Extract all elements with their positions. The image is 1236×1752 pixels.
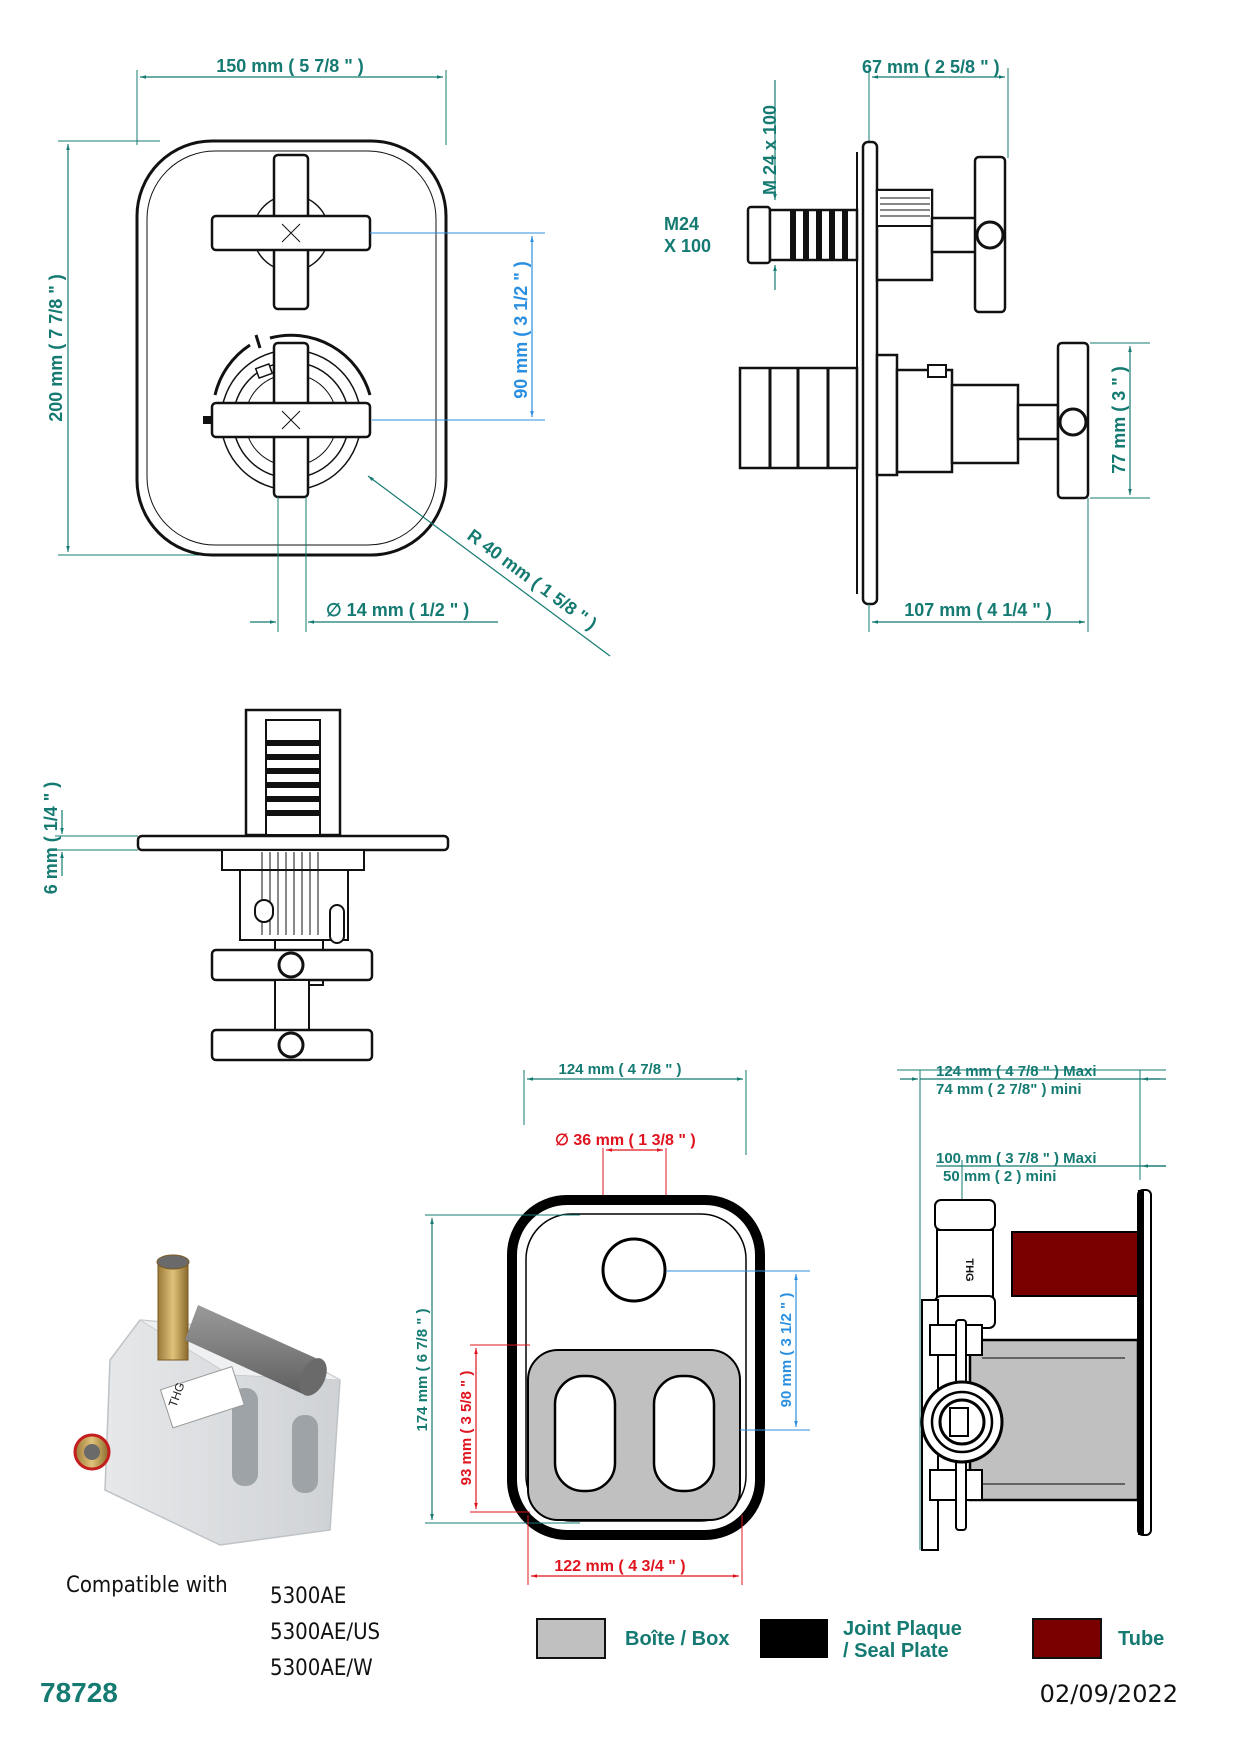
cover-plate-inner-edge — [146, 150, 437, 546]
side-view: 67 mm ( 2 5/8 " ) M 24 x 100 M24 X 100 — [664, 57, 1150, 632]
tube-side — [1011, 1231, 1139, 1297]
center-mark — [281, 410, 301, 430]
box-side-view: 124 mm ( 4 7/8 " ) Maxi 74 mm ( 2 7/8" )… — [897, 1063, 1166, 1551]
side-brand-mark: THG — [963, 1258, 975, 1281]
top-handle-hub-2 — [277, 1031, 305, 1059]
handle-height-label: 77 mm ( 3 " ) — [1109, 366, 1129, 474]
scale-marker — [254, 334, 262, 349]
compatible-model: 5300AE/US — [270, 1620, 380, 1645]
top-knurl — [261, 852, 319, 935]
min-tube-label: 50 mm ( 2 ) mini — [943, 1168, 1056, 1185]
tube-end — [299, 1358, 327, 1396]
top-stem — [274, 979, 310, 1031]
center-mark — [281, 223, 301, 243]
lower-handle-hub — [1058, 407, 1088, 437]
brass-fitting — [157, 1259, 189, 1361]
top-pin — [329, 904, 345, 944]
thread-cap — [746, 205, 772, 265]
box-opening-left — [553, 1374, 617, 1493]
max-depth-label: 124 mm ( 4 7/8 " ) Maxi — [936, 1063, 1097, 1080]
product-code: 78728 — [40, 1677, 118, 1708]
min-depth-label: 74 mm ( 2 7/8" ) mini — [936, 1081, 1082, 1098]
legend-swatch-tube — [1032, 1618, 1102, 1659]
top-view: 6 mm ( 1/4 " ) — [41, 708, 450, 1062]
max-tube-label: 100 mm ( 3 7/8 " ) Maxi — [936, 1150, 1097, 1167]
plate-to-handle-depth-label: 67 mm ( 2 5/8 " ) — [862, 57, 1000, 77]
thread-spec-label-line1: M24 — [664, 214, 699, 234]
compatibility-block: Compatible with 5300AE 5300AE/US 5300AE/… — [66, 1573, 380, 1681]
rear-ribs — [768, 368, 830, 468]
fitting-thread — [156, 1254, 190, 1270]
thread-spec-label-line2: X 100 — [664, 236, 711, 256]
front-height-label: 200 mm ( 7 7/8 " ) — [46, 274, 66, 422]
spindle-hole — [601, 1237, 667, 1303]
handle-spacing-label: 90 mm ( 3 1/2 " ) — [511, 261, 531, 399]
temperature-scale-arc — [213, 343, 251, 396]
front-view: 150 mm ( 5 7/8 " ) 200 mm ( 7 7/8 " ) 90… — [46, 56, 611, 657]
box-opening-right — [652, 1374, 716, 1493]
side-inlet-thread — [84, 1444, 100, 1460]
lower-valve-body — [895, 368, 954, 474]
legend-label: Tube — [1118, 1628, 1164, 1650]
thermostatic-cartridge — [950, 383, 1020, 465]
legend-swatch-seal-plate — [760, 1619, 828, 1658]
radius-leader — [367, 475, 611, 657]
legend-label: Joint Plaque — [843, 1618, 962, 1640]
document-date: 02/09/2022 — [1040, 1680, 1178, 1708]
legend-swatch-box — [536, 1618, 606, 1659]
box-spacing-label: 90 mm ( 3 1/2 " ) — [778, 1293, 795, 1408]
total-depth-label: 107 mm ( 4 1/4 " ) — [904, 600, 1052, 620]
safety-button — [254, 362, 274, 380]
hole-diameter-label: ∅ 36 mm ( 1 3/8 " ) — [555, 1132, 696, 1149]
temperature-scale-arc — [269, 333, 372, 396]
thread-spec-vertical-label: M 24 x 100 — [760, 105, 780, 195]
knurled-ring — [876, 189, 933, 227]
lower-spindle — [1016, 403, 1060, 441]
lower-button — [927, 364, 947, 378]
upper-spindle — [930, 216, 978, 254]
legend-label-line2: / Seal Plate — [843, 1640, 949, 1662]
legend-item-seal-plate: Joint Plaque — [760, 1618, 962, 1658]
lower-flange — [875, 353, 899, 477]
top-flange — [221, 849, 365, 871]
fitting-top-nut — [934, 1199, 996, 1231]
compatible-model: 5300AE/W — [270, 1656, 373, 1681]
product-photo: THG — [73, 1254, 341, 1546]
top-handle-hub-1 — [277, 951, 305, 979]
upper-handle-hub — [975, 220, 1005, 250]
legend-item-tube: Tube — [1032, 1618, 1164, 1659]
side-cover-plate — [861, 140, 879, 606]
spindle-diameter-label: ∅ 14 mm ( 1/2 " ) — [326, 600, 469, 620]
box-height-label: 174 mm ( 6 7/8 " ) — [414, 1308, 431, 1431]
label-sticker — [159, 1365, 245, 1429]
plate-thickness-label: 6 mm ( 1/4 " ) — [41, 782, 61, 895]
top-thread-ribs — [266, 740, 320, 816]
compatible-model: 5300AE — [270, 1584, 346, 1609]
box-bottom-width-label: 122 mm ( 4 3/4 " ) — [554, 1558, 685, 1575]
legend: Boîte / Box Joint Plaque / Seal Plate Tu… — [536, 1618, 1164, 1662]
top-button — [254, 899, 274, 923]
handle-pin — [203, 416, 211, 424]
thread-ribs — [790, 210, 848, 260]
box-front-view: 124 mm ( 4 7/8 " ) ∅ 36 mm ( 1 3/8 " ) 1… — [414, 1061, 810, 1585]
gray-tube — [185, 1305, 320, 1395]
top-extension-inner — [265, 719, 321, 836]
front-width-label: 150 mm ( 5 7/8 " ) — [216, 56, 364, 76]
corner-radius-label: R 40 mm ( 1 5/8 " ) — [464, 525, 601, 634]
box-lower-height-label: 93 mm ( 3 5/8 " ) — [458, 1371, 475, 1486]
compatible-with-label: Compatible with — [66, 1573, 228, 1598]
seal-plate-side — [1138, 1190, 1144, 1535]
box-width-label: 124 mm ( 4 7/8 " ) — [558, 1061, 681, 1078]
legend-item-box: Boîte / Box — [536, 1618, 729, 1659]
box-opening — [232, 1388, 258, 1486]
box-opening — [292, 1415, 318, 1493]
side-inlet-core — [949, 1407, 969, 1437]
legend-label: Boîte / Box — [625, 1628, 729, 1650]
top-plate — [136, 834, 450, 852]
